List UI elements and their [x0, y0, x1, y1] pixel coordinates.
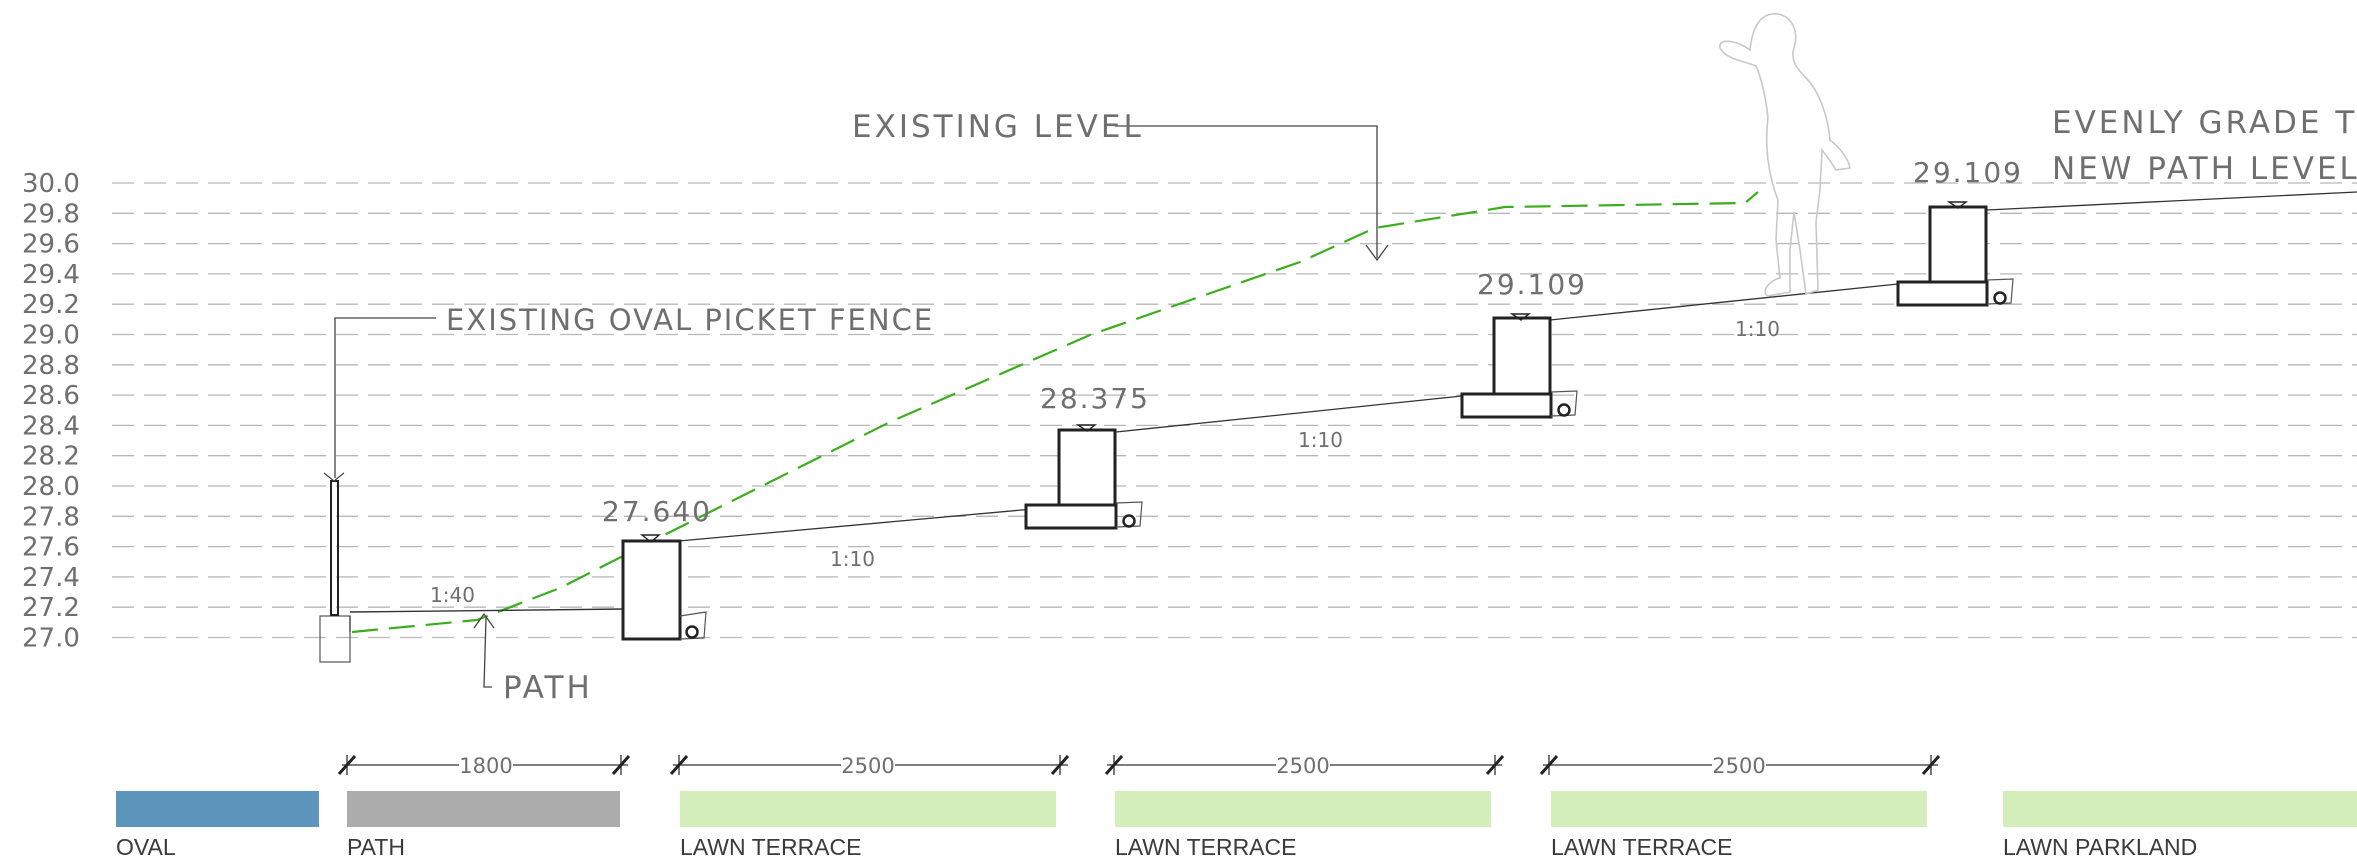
existing-level-line: [351, 191, 1759, 634]
legend-swatch-lawn-terrace-3: [1551, 791, 1927, 827]
retaining-wall-1: [621, 534, 707, 641]
level-label: 28.8: [22, 351, 80, 381]
existing-level-label: EXISTING LEVEL: [852, 109, 1144, 145]
grade-line-3: [1549, 283, 1899, 321]
legend-label-oval: OVAL: [116, 834, 176, 860]
level-label: 29.0: [22, 321, 80, 351]
dimension-terrace-2: 2500: [1104, 753, 1505, 778]
gradient-label-3: 1:10: [1735, 317, 1780, 341]
level-label: 27.6: [22, 533, 80, 563]
level-label: 28.0: [22, 472, 80, 502]
svg-text:1800: 1800: [459, 754, 512, 778]
grade-line-4: [1986, 191, 2357, 211]
level-label: 28.2: [22, 442, 80, 472]
level-label: 29.4: [22, 260, 80, 290]
legend-swatch-path: [347, 791, 620, 827]
retaining-wall-3: [1460, 313, 1578, 419]
grade-line-2: [1115, 395, 1463, 433]
gradient-label-path: 1:40: [430, 583, 475, 607]
legend-swatch-oval: [116, 791, 319, 827]
svg-text:2500: 2500: [1712, 754, 1765, 778]
legend-label-lawn-terrace-1: LAWN TERRACE: [680, 834, 861, 860]
legend-label-lawn-terrace-2: LAWN TERRACE: [1115, 834, 1296, 860]
leader-path: [473, 612, 495, 688]
legend-item-lawn-terrace-2: LAWN TERRACE: [1115, 791, 1491, 860]
gradient-label-2: 1:10: [1298, 428, 1343, 452]
level-label: 27.4: [22, 563, 80, 593]
path-label: PATH: [503, 670, 593, 706]
level-label: 27.2: [22, 593, 80, 623]
level-grid: [112, 182, 2357, 639]
legend-item-oval: OVAL: [116, 791, 319, 860]
spot-level-2: 28.375: [1040, 382, 1150, 415]
legend-item-lawn-parkland: LAWN PARKLAND: [2003, 791, 2357, 860]
evenly-grade-label-line1: EVENLY GRADE TO: [2052, 105, 2357, 141]
path-surface: [349, 608, 626, 613]
level-labels: 30.029.829.629.429.229.028.828.628.428.2…: [22, 169, 80, 654]
fence-post: [319, 472, 351, 663]
existing-fence-label: EXISTING OVAL PICKET FENCE: [446, 303, 934, 337]
svg-text:2500: 2500: [841, 754, 894, 778]
level-label: 28.6: [22, 381, 80, 411]
level-label: 28.4: [22, 411, 80, 441]
legend-label-lawn-parkland: LAWN PARKLAND: [2003, 834, 2197, 860]
level-label: 29.2: [22, 290, 80, 320]
spot-level-1: 27.640: [602, 495, 712, 528]
retaining-wall-4: [1896, 201, 2014, 307]
legend-swatch-lawn-parkland: [2003, 791, 2357, 827]
legend-item-lawn-terrace-3: LAWN TERRACE: [1551, 791, 1927, 860]
legend-swatch-lawn-terrace-2: [1115, 791, 1491, 827]
evenly-grade-label-line2: NEW PATH LEVEL: [2052, 151, 2357, 187]
grade-line-1: [667, 506, 1056, 543]
legend-item-path: PATH: [347, 791, 620, 860]
dimension-terrace-3: 2500: [1539, 753, 1941, 778]
level-label: 29.8: [22, 199, 80, 229]
gradient-label-1: 1:10: [830, 547, 875, 571]
legend-item-lawn-terrace-1: LAWN TERRACE: [680, 791, 1056, 860]
level-label: 27.8: [22, 502, 80, 532]
person-figure: [1719, 13, 1851, 297]
level-label: 27.0: [22, 624, 80, 654]
dimension-path: 1800: [337, 753, 631, 778]
spot-level-4: 29.109: [1913, 156, 2023, 189]
legend-swatch-lawn-terrace-1: [680, 791, 1056, 827]
spot-level-3: 29.109: [1477, 268, 1587, 301]
legend-label-path: PATH: [347, 834, 405, 860]
level-label: 30.0: [22, 169, 80, 199]
legend-label-lawn-terrace-3: LAWN TERRACE: [1551, 834, 1732, 860]
legend: OVAL PATH LAWN TERRACE LAWN TERRACE LAWN…: [116, 791, 2357, 860]
svg-text:2500: 2500: [1276, 754, 1329, 778]
retaining-wall-2: [1024, 424, 1143, 530]
dimension-terrace-1: 2500: [669, 753, 1070, 778]
leader-fence: [334, 317, 436, 478]
level-label: 29.6: [22, 230, 80, 260]
leader-existing-level: [1115, 125, 1389, 262]
